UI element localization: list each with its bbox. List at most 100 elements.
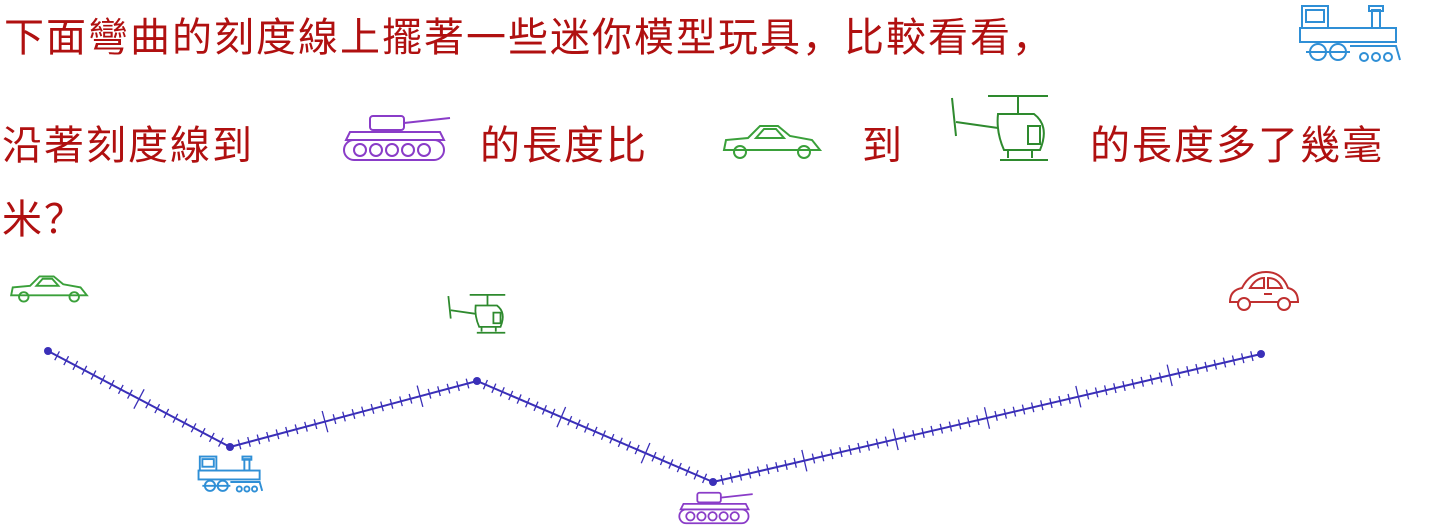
ruler-minor-tick	[575, 419, 581, 430]
ruler-minor-tick	[793, 457, 797, 468]
ruler-minor-tick	[668, 459, 674, 469]
ruler-minor-tick	[1158, 372, 1163, 383]
ruler-vertex-dot	[226, 443, 234, 451]
ruler-minor-tick	[857, 442, 861, 453]
ruler-minor-tick	[491, 383, 497, 394]
ruler-minor-tick	[525, 397, 531, 408]
ruler-minor-tick	[99, 375, 106, 385]
ruler-minor-tick	[541, 405, 547, 415]
ruler-major-tick	[983, 407, 991, 429]
ruler-minor-tick	[1213, 359, 1218, 370]
ruler-minor-tick	[1122, 380, 1126, 392]
ruler-minor-tick	[380, 401, 384, 412]
ruler-vertex-dot	[709, 478, 717, 486]
ruler-minor-tick	[1040, 400, 1044, 411]
ruler-minor-tick	[600, 430, 606, 440]
ruler-minor-tick	[285, 426, 289, 437]
ruler-major-tick	[1166, 364, 1173, 387]
ruler-minor-tick	[584, 423, 590, 433]
ruler-minor-tick	[747, 468, 752, 479]
ruler-minor-tick	[90, 370, 97, 380]
ruler-minor-tick	[1067, 393, 1071, 404]
ruler-minor-tick	[1058, 395, 1062, 406]
ruler-minor-tick	[1231, 355, 1236, 366]
ruler-minor-tick	[738, 470, 743, 481]
ruler-minor-tick	[1085, 389, 1090, 400]
ruler-minor-tick	[275, 429, 280, 440]
question-line-2-part-c: 到	[862, 123, 904, 169]
ruler-minor-tick	[567, 415, 573, 426]
question-line-1: 下面彎曲的刻度線上擺著一些迷你模型玩具，比較看看，	[4, 15, 1054, 61]
train-icon	[1296, 2, 1406, 68]
ruler-major-tick	[640, 442, 651, 464]
ruler-minor-tick	[399, 396, 403, 407]
ruler-minor-tick	[456, 381, 460, 392]
ruler-major-tick	[321, 410, 329, 433]
ruler-minor-tick	[848, 444, 852, 456]
ruler-minor-tick	[181, 418, 188, 428]
ruler-minor-tick	[342, 411, 346, 422]
ruler-minor-tick	[1204, 361, 1208, 372]
helicopter-icon	[446, 292, 510, 338]
ruler-minor-tick	[617, 437, 623, 448]
ruler-minor-tick	[939, 423, 944, 434]
ruler-minor-tick	[948, 421, 953, 432]
classic-car-icon	[8, 272, 90, 306]
ruler-minor-tick	[884, 436, 889, 447]
ruler-minor-tick	[966, 417, 971, 428]
ruler-minor-tick	[1012, 406, 1017, 417]
ruler-minor-tick	[609, 433, 615, 444]
ruler-minor-tick	[199, 427, 206, 438]
ruler-minor-tick	[626, 441, 632, 451]
ruler-minor-tick	[163, 408, 170, 419]
ruler-minor-tick	[63, 355, 70, 366]
ruler-minor-tick	[903, 432, 907, 443]
ruler-minor-tick	[592, 426, 598, 437]
ruler-minor-tick	[766, 464, 770, 475]
ruler-minor-tick	[1131, 378, 1135, 389]
ruler-minor-tick	[256, 434, 261, 445]
question-line-2-part-a: 沿著刻度線到	[2, 123, 254, 169]
ruler-minor-tick	[839, 447, 843, 458]
ruler-minor-tick	[1094, 387, 1099, 398]
ruler-minor-tick	[516, 394, 522, 404]
ruler-minor-tick	[1222, 357, 1227, 368]
ruler-minor-tick	[1003, 408, 1008, 419]
ruler-minor-tick	[912, 430, 916, 441]
ruler-major-tick	[556, 406, 567, 428]
ruler-minor-tick	[866, 440, 871, 451]
ruler-minor-tick	[634, 444, 640, 455]
ruler-minor-tick	[921, 427, 925, 438]
ruler-minor-tick	[1140, 376, 1145, 387]
ruler-minor-tick	[72, 360, 79, 371]
tank-icon	[676, 490, 756, 526]
ruler-minor-tick	[361, 406, 365, 417]
ruler-minor-tick	[237, 439, 242, 450]
ruler-minor-tick	[775, 462, 779, 473]
ruler-minor-tick	[482, 379, 488, 390]
ruler-minor-tick	[81, 365, 88, 375]
ruler-minor-tick	[1021, 404, 1026, 415]
ruler-minor-tick	[126, 389, 133, 399]
ruler-minor-tick	[820, 451, 825, 462]
ruler-minor-tick	[676, 462, 682, 473]
ruler-minor-tick	[304, 421, 308, 432]
ruler-minor-tick	[108, 379, 115, 390]
ruler-minor-tick	[720, 474, 724, 485]
ruler-minor-tick	[685, 466, 691, 477]
ruler-minor-tick	[408, 393, 413, 404]
ruler-minor-tick	[247, 436, 251, 447]
ruler-minor-tick	[154, 403, 161, 414]
ruler-minor-tick	[117, 384, 124, 395]
ruler-minor-tick	[957, 419, 962, 430]
ruler-minor-tick	[875, 438, 880, 449]
train-icon	[196, 454, 266, 496]
helicopter-icon	[948, 92, 1056, 168]
ruler-minor-tick	[499, 386, 505, 397]
ruler-minor-tick	[427, 388, 432, 399]
ruler-minor-tick	[332, 414, 337, 425]
ruler-vertex-dot	[473, 377, 481, 385]
ruler-minor-tick	[145, 399, 152, 409]
tank-icon	[340, 112, 454, 164]
